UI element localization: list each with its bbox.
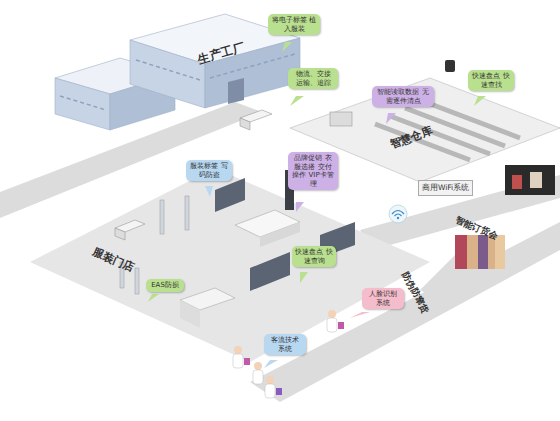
wifi-icon	[392, 211, 404, 217]
person	[327, 318, 337, 332]
event-photo	[512, 175, 522, 189]
rack	[250, 252, 290, 291]
callout-tail	[282, 42, 292, 52]
callout-tail	[296, 202, 304, 212]
callout-text: 人脸识别 系统	[365, 290, 401, 307]
person	[266, 376, 274, 384]
shopping-bag	[338, 322, 344, 329]
store-floor	[30, 168, 430, 362]
factory-windows	[60, 96, 106, 110]
display-table	[260, 222, 300, 247]
clothes-photo	[478, 235, 488, 269]
truck	[115, 228, 125, 240]
event-photo	[505, 165, 555, 195]
factory-door	[228, 78, 244, 104]
callout-tail	[474, 96, 486, 106]
callout-bubble: 客流技术 系统	[264, 334, 306, 355]
callout-text: 快速盘点 快速查找	[471, 72, 511, 89]
callout-bubble: EAS防损	[146, 279, 184, 292]
callout-tail	[300, 272, 308, 283]
clothes-photo	[455, 235, 505, 269]
warehouse-racks	[375, 100, 520, 160]
callout-text: 将电子标签 植入服装	[271, 16, 317, 33]
callout-tail	[386, 113, 396, 124]
callout-text: EAS防损	[149, 281, 181, 290]
callout-text: 快速盘点 快速查询	[295, 248, 333, 265]
callout-tail	[148, 294, 159, 302]
factory-wall	[55, 78, 110, 130]
shopping-bag	[276, 388, 282, 395]
system-label: 商用WiFi系统	[418, 180, 473, 196]
factory-wall	[130, 40, 205, 108]
reader-device	[445, 60, 455, 72]
callout-text: 服装标签 写码防盗	[189, 162, 229, 179]
shopping-bag	[244, 358, 250, 365]
rack	[215, 178, 245, 212]
callout-tail	[290, 96, 304, 106]
eas-gate	[135, 268, 139, 294]
forklift	[330, 112, 352, 126]
person	[253, 370, 263, 384]
callout-bubble: 物流、交接 运输、追踪	[288, 68, 338, 89]
callout-bubble: 智能读取数据 无需逐件清点	[372, 86, 434, 107]
truck	[240, 118, 250, 130]
person	[254, 362, 262, 370]
person	[328, 310, 336, 318]
callout-text: 物流、交接 运输、追踪	[291, 70, 335, 87]
wifi-icon	[389, 205, 407, 223]
eas-gate	[185, 196, 189, 230]
callout-tail	[350, 312, 370, 318]
checkout-counter	[180, 300, 200, 328]
clothes-photo	[455, 235, 467, 269]
person	[233, 354, 243, 368]
callout-bubble: 服装标签 写码防盗	[186, 160, 232, 181]
factory-windows	[136, 60, 200, 80]
wifi-icon	[397, 217, 399, 219]
event-photo	[530, 172, 542, 188]
callout-tail	[205, 186, 213, 197]
eas-gate	[160, 200, 164, 234]
callout-text: 智能读取数据 无需逐件清点	[375, 88, 431, 105]
callout-bubble: 快速盘点 快速查找	[468, 70, 514, 91]
person	[234, 346, 242, 354]
callout-tails	[148, 42, 486, 368]
callout-bubble: 将电子标签 植入服装	[268, 14, 320, 35]
person	[265, 384, 275, 398]
callout-bubble: 人脸识别 系统	[362, 288, 404, 309]
clothes-photo	[495, 235, 505, 269]
callout-tail	[264, 360, 278, 368]
callout-bubble: 品牌促销 衣服选搭 交付操作 VIP卡管理	[288, 152, 338, 190]
callout-text: 客流技术 系统	[267, 336, 303, 353]
callout-text: 品牌促销 衣服选搭 交付操作 VIP卡管理	[291, 154, 335, 188]
callout-bubble: 快速盘点 快速查询	[292, 246, 336, 267]
shoppers	[233, 310, 344, 398]
